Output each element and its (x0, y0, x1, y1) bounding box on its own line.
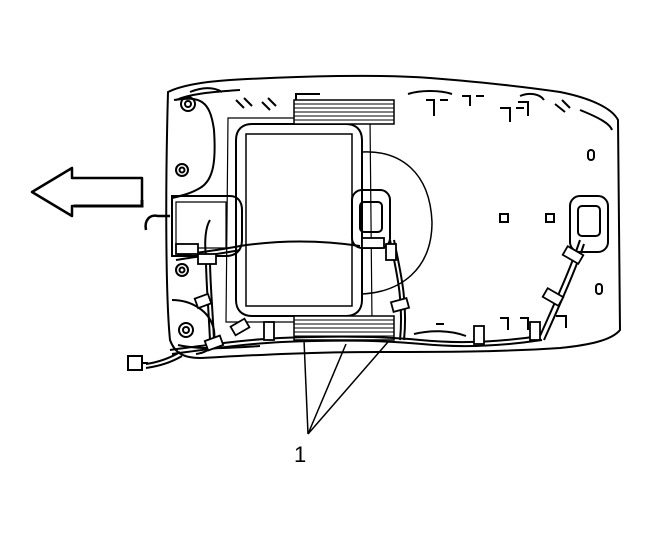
wiring-connector-icon (127, 355, 148, 371)
callout-label-1: 1 (294, 442, 306, 467)
harness-clips (175, 237, 585, 352)
anchor-points (175, 96, 603, 338)
front-direction-arrow-icon (30, 166, 144, 218)
sunroof-rail-front (293, 99, 395, 125)
sunroof-opening (225, 117, 433, 323)
callout-leaders (303, 339, 389, 435)
bottom-edge-clips (413, 315, 567, 337)
rear-dome-lamp-right (569, 195, 609, 253)
top-edge-clips (235, 90, 571, 122)
